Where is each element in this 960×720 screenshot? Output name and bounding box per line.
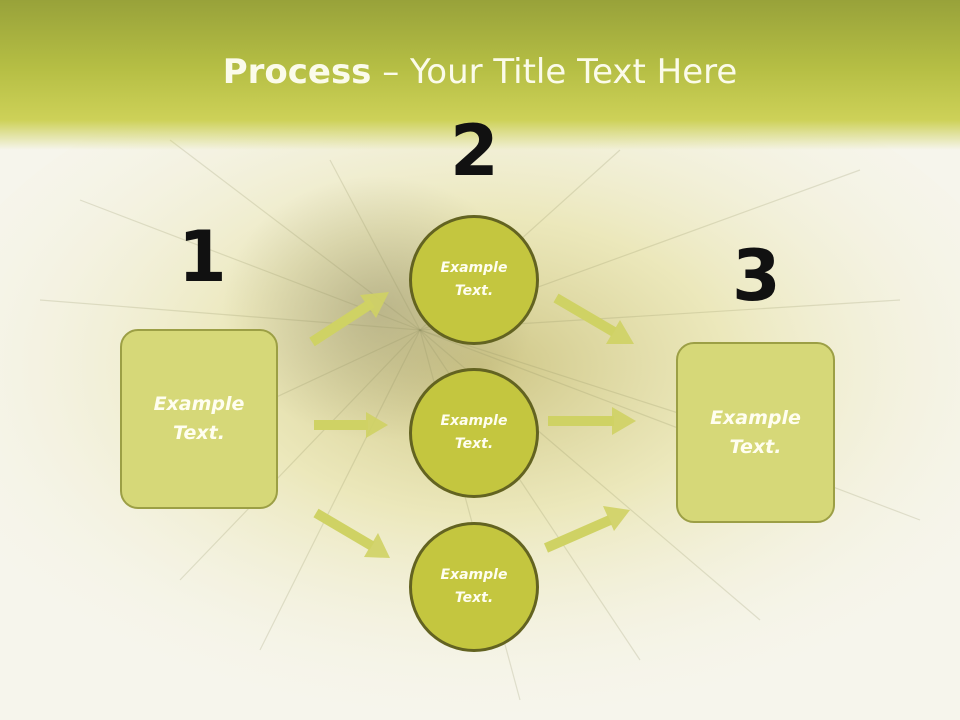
- arrow-1-to-2b: [314, 412, 388, 438]
- arrow-1-to-2c: [313, 508, 390, 558]
- step-3-text: Example Text.: [710, 406, 801, 458]
- step-2-circle-c: Example Text.: [409, 522, 539, 652]
- step-2-circle-a: Example Text.: [409, 215, 539, 345]
- arrow-1-to-2a: [309, 292, 389, 347]
- step-number-2: 2: [450, 110, 499, 192]
- slide-title: Process – Your Title Text Here: [0, 52, 960, 92]
- title-bold: Process: [222, 52, 372, 92]
- step-1-box: Example Text.: [120, 329, 278, 509]
- step-2a-text: Example Text.: [440, 260, 508, 299]
- step-2c-text: Example Text.: [440, 567, 508, 606]
- title-rest: – Your Title Text Here: [371, 52, 738, 92]
- arrow-2c-to-3: [543, 506, 630, 553]
- step-number-1: 1: [178, 216, 227, 298]
- arrow-2b-to-3: [548, 407, 636, 435]
- arrow-group: [309, 292, 636, 558]
- title-bar: [0, 0, 960, 150]
- step-1-text: Example Text.: [153, 393, 245, 444]
- step-2b-text: Example Text.: [440, 413, 508, 452]
- step-3-box: Example Text.: [676, 342, 835, 523]
- step-2-circle-b: Example Text.: [409, 368, 539, 498]
- step-number-3: 3: [732, 235, 781, 317]
- arrow-2a-to-3: [553, 293, 634, 344]
